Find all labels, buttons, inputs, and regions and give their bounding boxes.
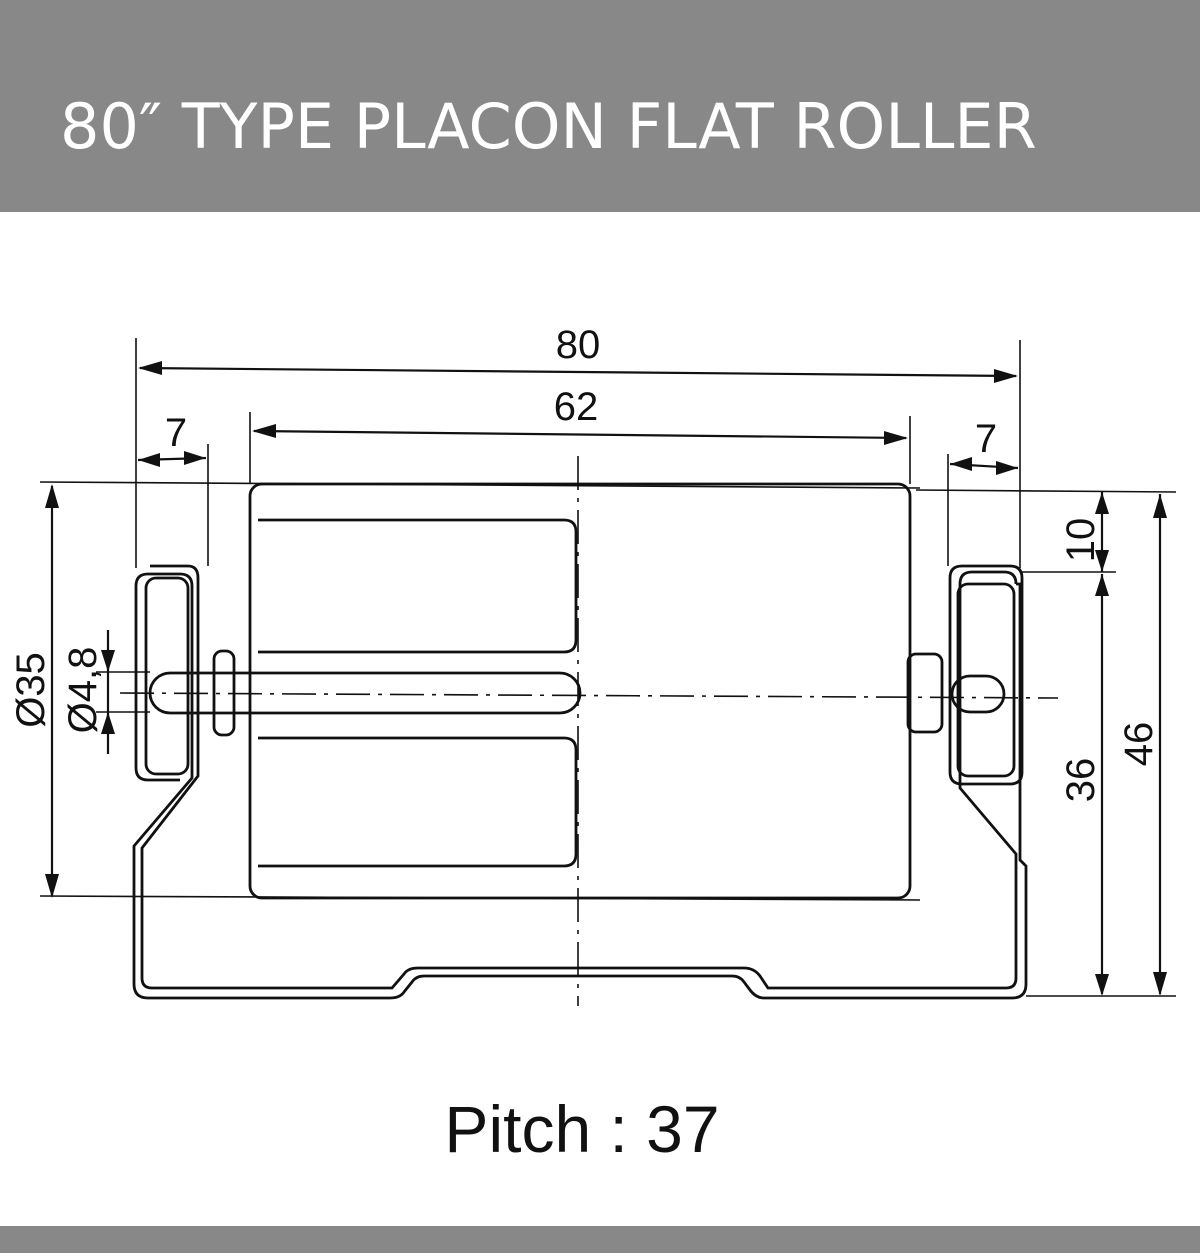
dim-label-80: 80 (556, 323, 601, 367)
dimension-62: 62 (252, 385, 908, 445)
dim-label-7-left: 7 (165, 411, 187, 455)
frame-outer-profile (140, 564, 1018, 990)
shaft-centerline (119, 692, 1059, 699)
dimension-80: 80 (138, 323, 1018, 383)
shaft-collar-right (906, 652, 944, 734)
ext-line-top-right (915, 489, 1177, 493)
dim-label-36: 36 (1059, 758, 1103, 803)
dimension-7-right: 7 (949, 417, 1019, 475)
dimension-46: 46 (1117, 494, 1167, 996)
roller-upper-recess (258, 518, 578, 654)
dim-label-46: 46 (1117, 722, 1161, 767)
dimension-36: 36 (1059, 574, 1109, 996)
pitch-label: Pitch : 37 (444, 1092, 719, 1166)
roller-lower-recess (258, 736, 578, 868)
dimension-diameter-35: Ø35 (9, 484, 59, 898)
frame-inner-profile (132, 572, 1028, 1000)
dim-label-62: 62 (554, 385, 599, 429)
ext-line-roller-bottom (39, 895, 921, 901)
dim-label-diameter-35: Ø35 (9, 652, 53, 728)
shaft-right-end (950, 674, 1006, 714)
right-side-plate-slot (956, 582, 1016, 778)
right-side-plate (948, 564, 1024, 786)
left-side-plate-slot (144, 576, 190, 776)
ext-line-roller-top (39, 481, 921, 489)
dimension-7-left: 7 (137, 411, 207, 467)
page-title: 80″ TYPE PLACON FLAT ROLLER (60, 90, 1037, 163)
footer-bar (0, 1226, 1200, 1253)
dim-label-10: 10 (1059, 518, 1103, 563)
dim-label-7-right: 7 (975, 417, 997, 461)
dimension-diameter-4-8: Ø4,8 (61, 630, 115, 754)
dim-label-diameter-4-8: Ø4,8 (61, 647, 105, 734)
title-banner: 80″ TYPE PLACON FLAT ROLLER (0, 0, 1200, 212)
dimension-10: 10 (1059, 492, 1109, 572)
